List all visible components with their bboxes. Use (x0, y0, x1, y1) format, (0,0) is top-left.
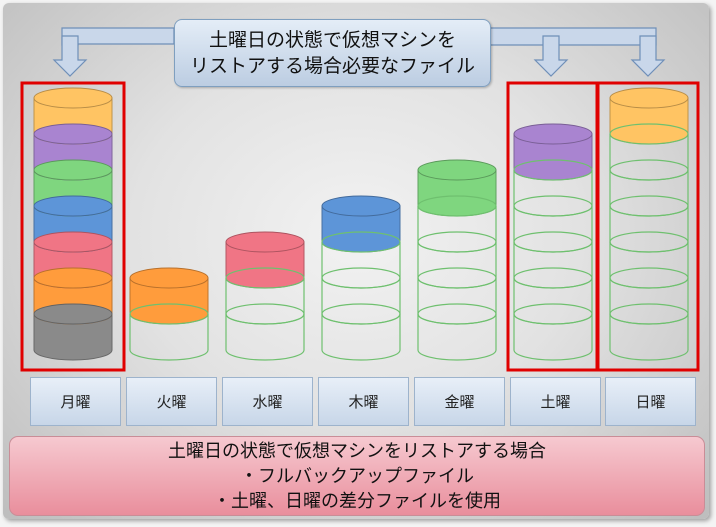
column-3-ring-2 (321, 231, 401, 253)
column-5-ring-4 (513, 159, 593, 181)
column-0-cap-6 (33, 87, 113, 109)
column-0-cap-4 (33, 159, 113, 181)
title-line-2: リストアする場合必要なファイル (189, 55, 475, 77)
arrow-to-sunday (630, 35, 666, 77)
note-line-1: 土曜日の状態で仮想マシンをリストアする場合 (168, 440, 546, 462)
day-label-6: 日曜 (605, 377, 696, 426)
column-6-ring-4 (609, 159, 689, 181)
column-0-segment-0-body (33, 313, 113, 361)
arrow-to-saturday (533, 35, 569, 77)
day-label-5: 土曜 (510, 377, 601, 426)
highlight-frame-0 (20, 81, 126, 372)
column-6-segment-0-body (609, 314, 689, 361)
column-4-cap-4 (417, 159, 497, 181)
column-6-ring-5 (609, 123, 689, 145)
column-1-cap-1 (129, 267, 209, 289)
column-5-cap-5 (513, 123, 593, 145)
day-label-2: 水曜 (222, 377, 313, 426)
column-2-ring-0 (225, 303, 305, 325)
column-6-ring-1 (609, 267, 689, 289)
column-6-ring-2 (609, 231, 689, 253)
column-0-cap-5 (33, 123, 113, 145)
arrow-bar-right (488, 27, 657, 46)
column-5-ring-3 (513, 195, 593, 217)
column-0-cap-1 (33, 267, 113, 289)
column-0-cap-3 (33, 195, 113, 217)
column-0-cap-2 (33, 231, 113, 253)
column-5-ring-0 (513, 303, 593, 325)
arrow-to-monday (52, 35, 88, 77)
day-label-0: 月曜 (30, 377, 121, 426)
column-1-segment-0-body (129, 314, 209, 361)
day-label-1: 火曜 (126, 377, 217, 426)
column-5-ring-1 (513, 267, 593, 289)
column-4-ring-2 (417, 231, 497, 253)
title-line-1: 土曜日の状態で仮想マシンを (208, 29, 456, 51)
column-4-ring-0 (417, 303, 497, 325)
note-line-2: ・フルバックアップファイル (240, 465, 474, 487)
title-callout: 土曜日の状態で仮想マシンを リストアする場合必要なファイル (174, 19, 491, 87)
column-3-segment-0-body (321, 314, 401, 361)
diagram-panel (3, 3, 709, 519)
column-4-ring-3 (417, 195, 497, 217)
column-6-ring-3 (609, 195, 689, 217)
column-3-ring-0 (321, 303, 401, 325)
highlight-frame-6 (596, 81, 700, 372)
day-label-3: 木曜 (318, 377, 409, 426)
column-5-segment-0-body (513, 314, 593, 361)
column-6-cap-6 (609, 87, 689, 109)
column-0-cap-0 (33, 303, 113, 325)
column-3-cap-3 (321, 195, 401, 217)
column-2-ring-1 (225, 267, 305, 289)
column-3-ring-1 (321, 267, 401, 289)
column-5-ring-2 (513, 231, 593, 253)
column-4-ring-1 (417, 267, 497, 289)
column-2-segment-0-body (225, 314, 305, 361)
arrow-bar-left (61, 27, 175, 46)
column-6-ring-0 (609, 303, 689, 325)
note-line-3: ・土曜、日曜の差分ファイルを使用 (213, 490, 501, 512)
column-4-segment-0-body (417, 314, 497, 361)
note-callout: 土曜日の状態で仮想マシンをリストアする場合 ・フルバックアップファイル ・土曜、… (9, 436, 705, 516)
column-2-cap-2 (225, 231, 305, 253)
day-label-4: 金曜 (414, 377, 505, 426)
column-1-ring-0 (129, 303, 209, 325)
